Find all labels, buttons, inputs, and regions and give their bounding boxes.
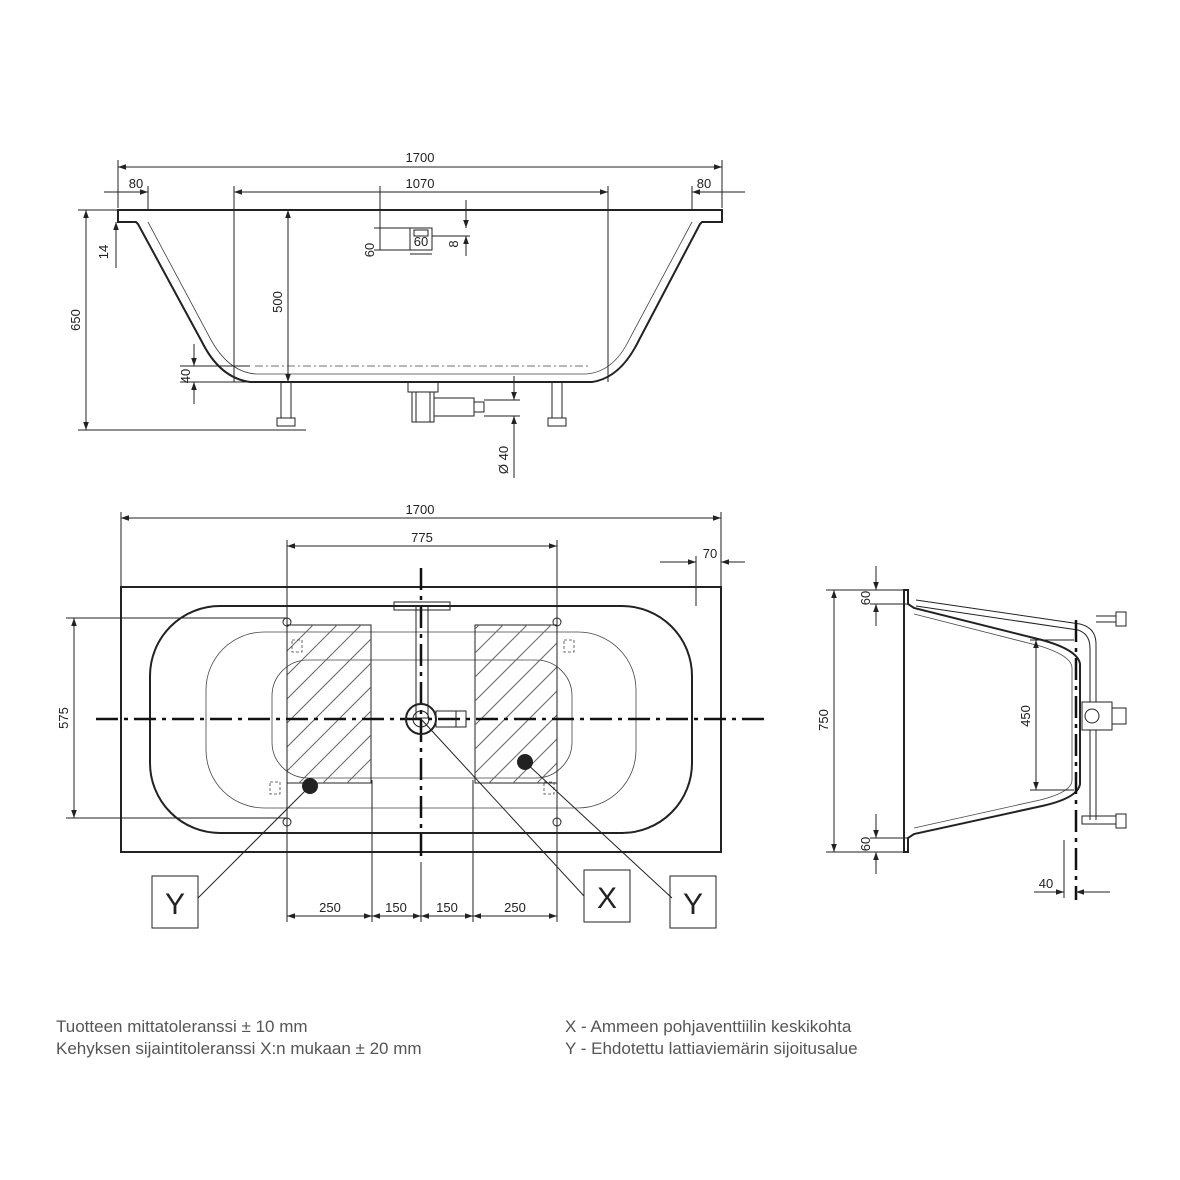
dim-side-80-left: 80 [129,176,143,191]
dim-top-1700: 1700 [406,502,435,517]
right-foot [547,381,567,427]
floor-drain-zone-left [286,624,372,784]
dim-side-1700: 1700 [406,150,435,165]
dim-top-250-left: 250 [319,900,341,915]
dim-side-drain-diameter: Ø 40 [496,446,511,474]
note-y-legend: Y - Ehdotettu lattiaviemärin sijoitusalu… [565,1039,858,1058]
dim-side-60-width: 60 [414,234,428,249]
leader-x [420,718,585,897]
dim-end-450: 450 [1018,705,1033,727]
note-product-tolerance: Tuotteen mittatoleranssi ± 10 mm [56,1017,308,1036]
left-foot [276,381,296,427]
label-x: X [597,882,617,915]
dim-side-60-height: 60 [362,243,377,257]
note-frame-tolerance: Kehyksen sijaintitoleranssi X:n mukaan ±… [56,1039,422,1058]
dim-side-650: 650 [68,309,83,331]
dim-side-8: 8 [446,240,461,247]
label-y-right: Y [683,888,703,921]
tub-end-outline [903,589,1081,853]
dim-top-150-left: 150 [385,900,407,915]
leader-y-right [524,761,673,899]
dim-top-775: 775 [411,530,433,545]
label-box-y-right [669,875,717,929]
dim-end-60-bottom: 60 [858,837,873,851]
dim-end-750: 750 [816,709,831,731]
dim-top-575: 575 [56,707,71,729]
drain-valve-top [393,601,467,735]
dim-top-70: 70 [703,546,717,561]
dim-side-40: 40 [178,369,193,383]
label-y-left: Y [165,888,185,921]
dim-end-60-top: 60 [858,591,873,605]
dim-end-40: 40 [1039,876,1053,891]
end-view: 750 60 60 450 40 [816,566,1127,900]
dim-top-150-right: 150 [436,900,458,915]
tub-side-inner-wall [147,221,693,375]
tub-end-inner [913,613,1073,829]
legend-notes: X - Ammeen pohjaventtiilin keskikohta Y … [565,1016,858,1060]
drain-assembly [407,381,485,423]
dim-side-1070: 1070 [406,176,435,191]
side-view: 1700 80 80 1070 14 650 500 60 60 [68,150,745,478]
end-view-piping [915,599,1127,829]
dim-side-14: 14 [96,245,111,259]
overflow-slot [413,229,429,237]
dim-side-80-right: 80 [697,176,711,191]
top-view: 1700 775 70 575 250 150 150 250 [56,502,766,929]
label-box-x [583,869,631,923]
label-box-y-left [151,875,199,929]
leader-y-left [197,785,311,899]
tolerance-notes: Tuotteen mittatoleranssi ± 10 mm Kehykse… [56,1016,422,1060]
overflow-outlet [409,227,433,251]
tub-side-outline [117,209,723,383]
floor-drain-zone-right [474,624,558,784]
dim-side-500: 500 [270,291,285,313]
dim-top-250-right: 250 [504,900,526,915]
note-x-legend: X - Ammeen pohjaventtiilin keskikohta [565,1017,852,1036]
